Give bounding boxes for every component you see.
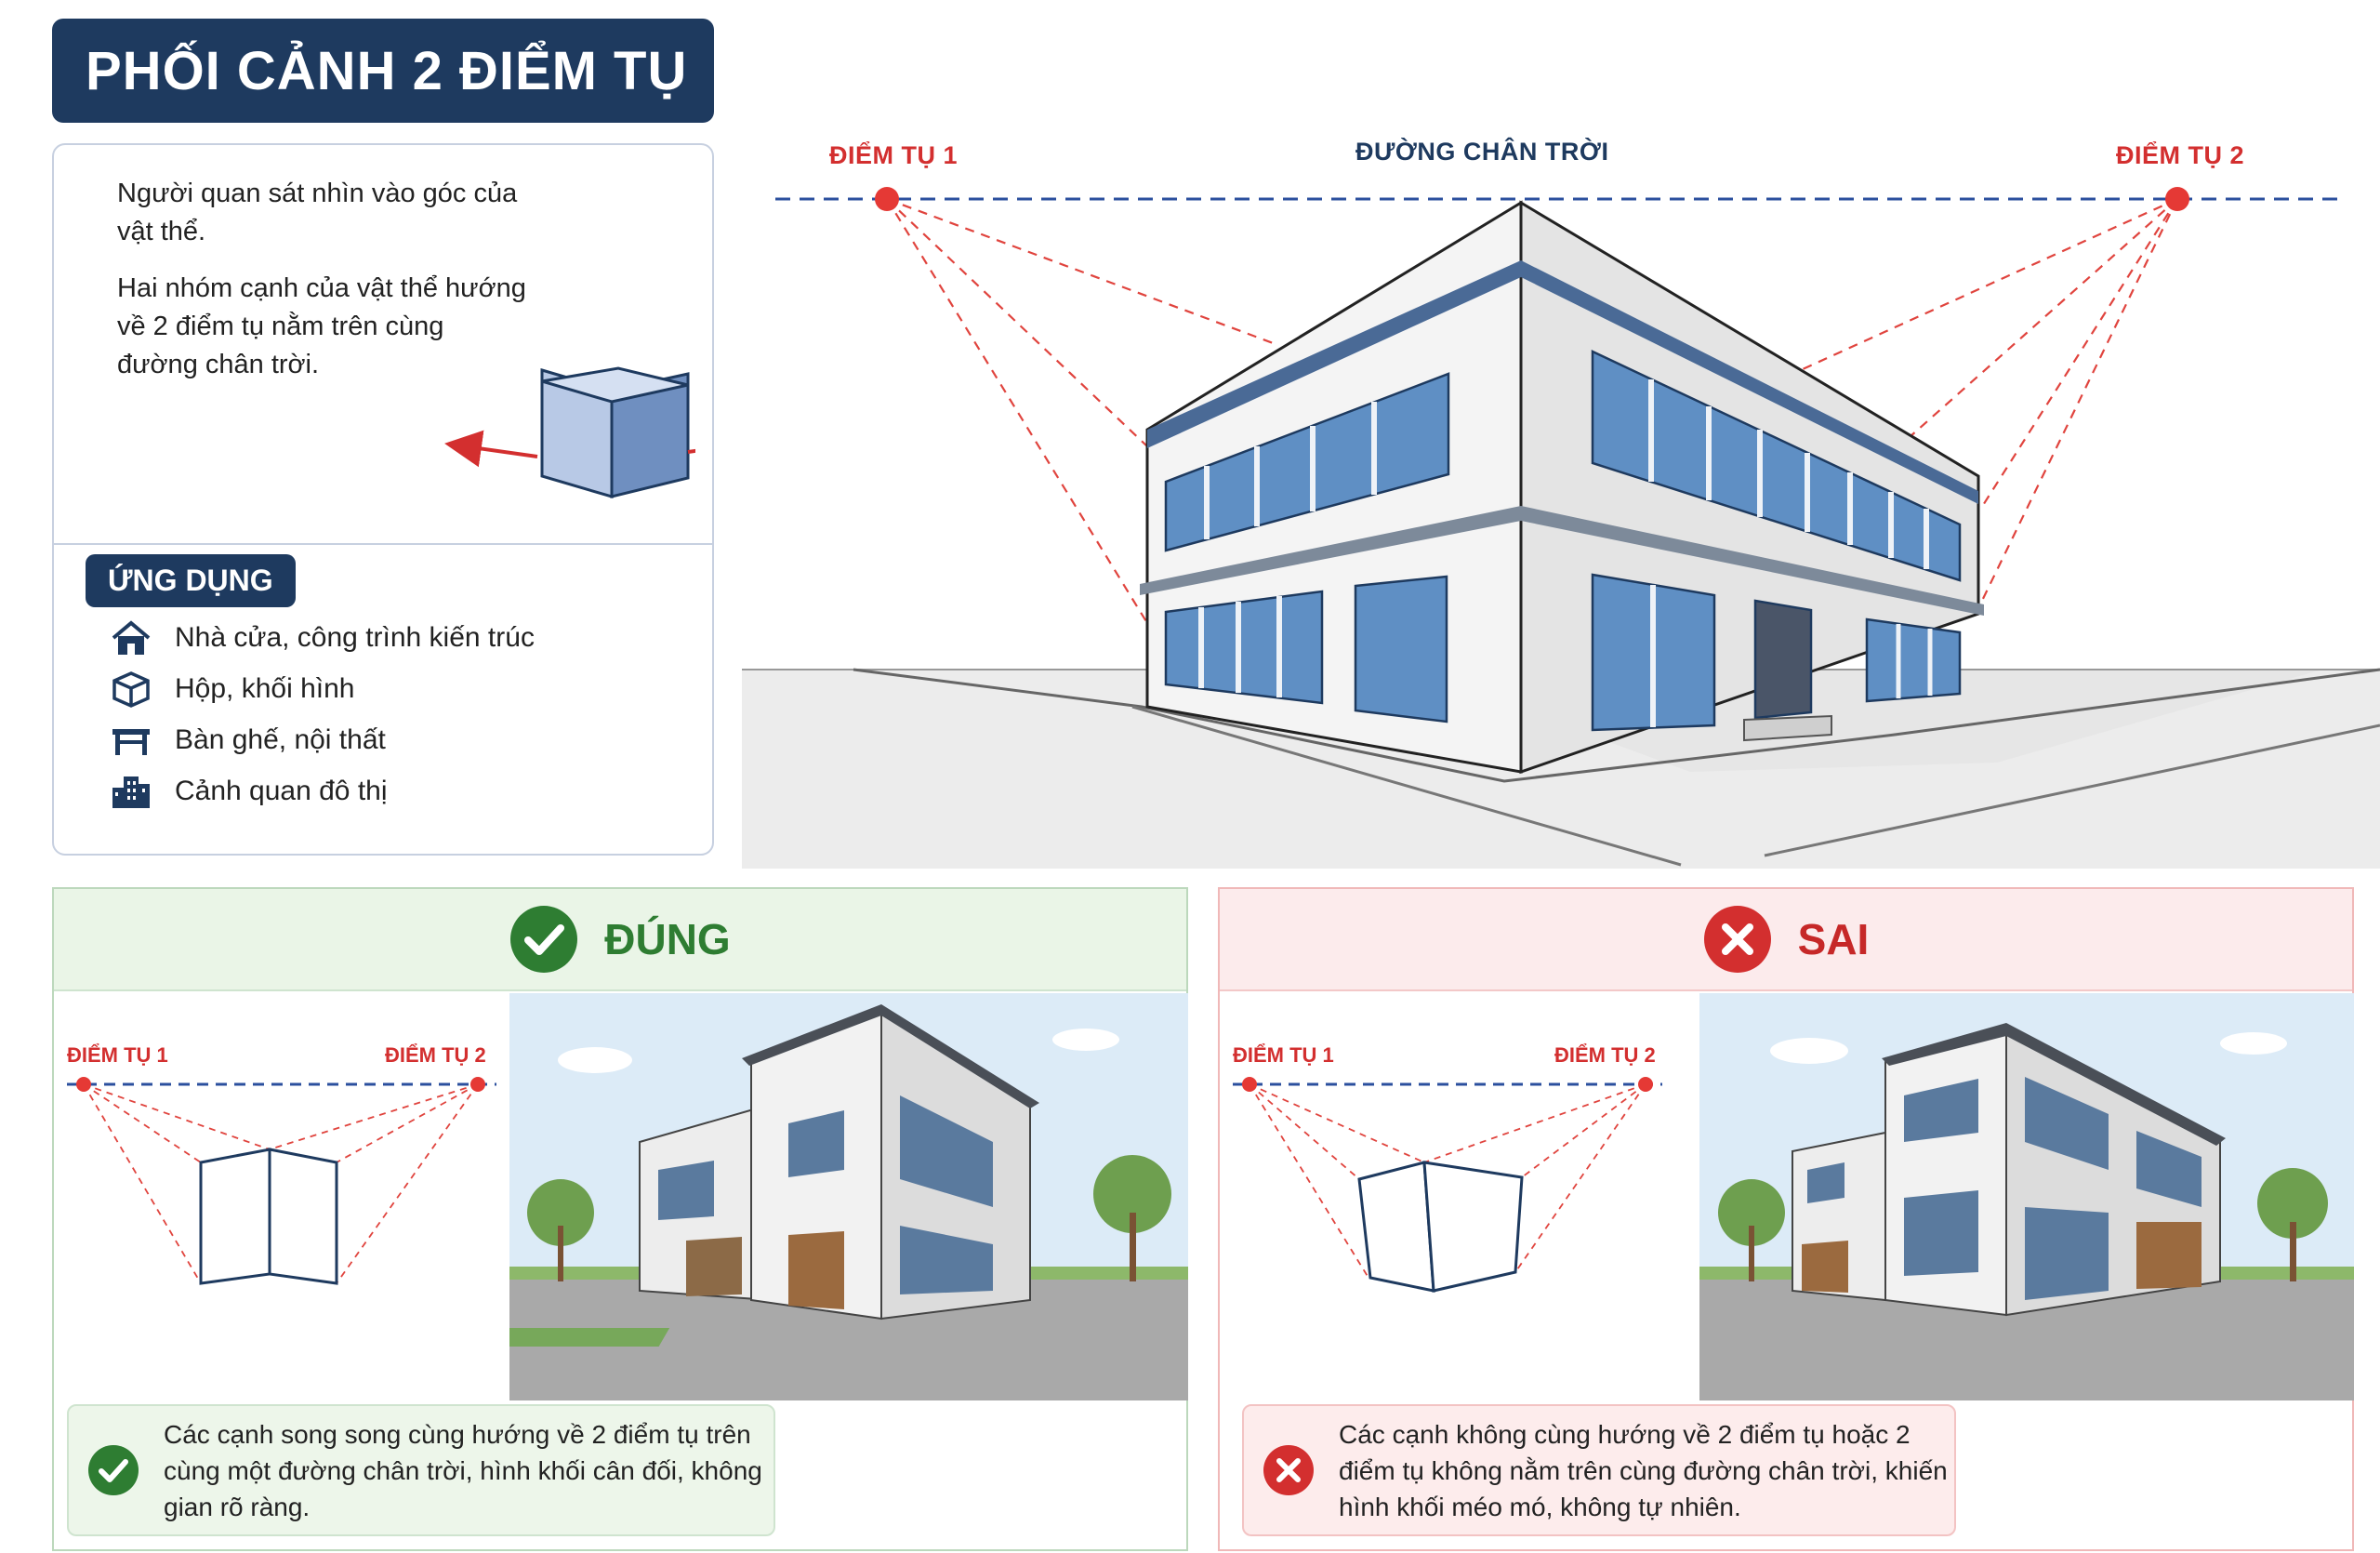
correct-house-illustration	[444, 993, 1188, 1400]
wrong-note: Các cạnh không cùng hướng về 2 điểm tụ h…	[1242, 1404, 1956, 1536]
correct-diagram: ĐIỂM TỤ 1 ĐIỂM TỤ 2	[54, 993, 509, 1365]
definition-text-2: Hai nhóm cạnh của vật thể hướng về 2 điể…	[117, 273, 526, 379]
two-point-perspective-scene: ĐIỂM TỤ 1 ĐƯỜNG CHÂN TRỜI ĐIỂM TỤ 2	[742, 130, 2380, 869]
cube-illustration	[444, 366, 695, 499]
city-icon	[112, 776, 150, 808]
correct-vp1-label: ĐIỂM TỤ 1	[67, 1043, 168, 1067]
list-item: Hộp, khối hình	[110, 663, 535, 714]
correct-note: Các cạnh song song cùng hướng về 2 điểm …	[67, 1404, 775, 1536]
cross-icon	[1703, 906, 1771, 973]
title-banner: PHỐI CẢNH 2 ĐIỂM TỤ	[52, 19, 714, 123]
info-card: Người quan sát nhìn vào góc của vật thể.…	[52, 143, 714, 856]
application-list: Nhà cửa, công trình kiến trúc Hộp, khối …	[110, 612, 535, 816]
building-illustration	[742, 187, 2380, 869]
wrong-heading: SAI	[1797, 915, 1870, 963]
vanishing-point-2-label: ĐIỂM TỤ 2	[2116, 141, 2245, 169]
correct-vp2-label: ĐIỂM TỤ 2	[385, 1043, 486, 1067]
wrong-header: SAI	[1220, 889, 2352, 991]
wrong-vp2-label: ĐIỂM TỤ 2	[1554, 1043, 1656, 1067]
application-label: Cảnh quan đô thị	[175, 775, 388, 806]
house-icon	[112, 619, 151, 655]
definition-text-1: Người quan sát nhìn vào góc của vật thể.	[117, 179, 518, 246]
list-item: Cảnh quan đô thị	[110, 765, 535, 816]
wrong-diagram: ĐIỂM TỤ 1 ĐIỂM TỤ 2	[1220, 993, 1675, 1365]
definition-section: Người quan sát nhìn vào góc của vật thể.…	[54, 145, 712, 545]
cross-icon	[1263, 1445, 1314, 1495]
application-badge: ỨNG DỤNG	[86, 554, 296, 607]
box-icon	[112, 670, 150, 708]
application-label: Hộp, khối hình	[175, 672, 355, 704]
correct-heading: ĐÚNG	[604, 915, 731, 963]
page-title: PHỐI CẢNH 2 ĐIỂM TỤ	[86, 40, 688, 101]
list-item: Nhà cửa, công trình kiến trúc	[110, 612, 535, 663]
checkmark-icon	[88, 1445, 139, 1495]
correct-note-text: Các cạnh song song cùng hướng về 2 điểm …	[164, 1419, 762, 1521]
correct-panel: ĐÚNG ĐIỂM TỤ 1 ĐIỂM TỤ 2	[52, 887, 1188, 1551]
wrong-vp1-label: ĐIỂM TỤ 1	[1233, 1043, 1334, 1067]
application-label: Nhà cửa, công trình kiến trúc	[175, 621, 535, 653]
checkmark-icon	[510, 906, 578, 973]
wrong-note-text: Các cạnh không cùng hướng về 2 điểm tụ h…	[1339, 1419, 1948, 1521]
correct-header: ĐÚNG	[54, 889, 1186, 991]
list-item: Bàn ghế, nội thất	[110, 714, 535, 765]
vanishing-point-1-label: ĐIỂM TỤ 1	[829, 141, 959, 169]
table-icon	[112, 728, 150, 755]
wrong-panel: SAI ĐIỂM TỤ 1 ĐIỂM TỤ 2	[1218, 887, 2354, 1551]
wrong-house-illustration	[1699, 993, 2354, 1400]
application-label: Bàn ghế, nội thất	[175, 723, 386, 755]
horizon-label: ĐƯỜNG CHÂN TRỜI	[1355, 138, 1609, 166]
